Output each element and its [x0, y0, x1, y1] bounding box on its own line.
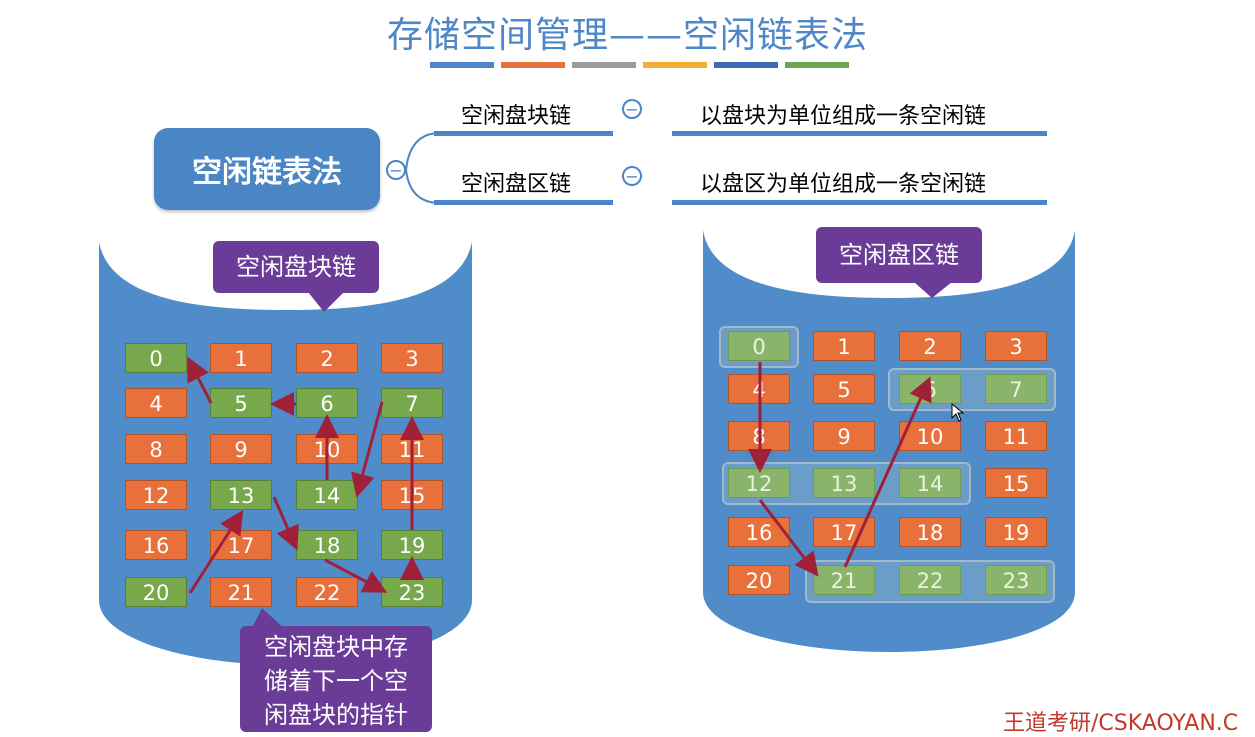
- right-block-21: 21: [813, 565, 875, 595]
- mouse-cursor-icon: [951, 402, 965, 422]
- left-chain-arrows: [187, 356, 424, 594]
- branch-2-desc-underline: [672, 200, 1047, 205]
- right-block-0: 0: [728, 331, 790, 361]
- collapse-branch-2-icon[interactable]: −: [622, 166, 642, 186]
- branch-1-label[interactable]: 空闲盘块链: [461, 104, 572, 129]
- left-block-21: 21: [210, 577, 272, 607]
- right-block-5: 5: [813, 374, 875, 404]
- left-block-9: 9: [210, 434, 272, 464]
- right-block-19: 19: [985, 517, 1047, 547]
- left-block-22: 22: [296, 577, 358, 607]
- right-title-callout: 空闲盘区链: [816, 227, 982, 283]
- left-block-20: 20: [125, 577, 187, 607]
- left-title-callout: 空闲盘块链: [213, 241, 379, 293]
- right-chain-arrows: [748, 362, 932, 577]
- right-block-12: 12: [728, 468, 790, 498]
- footer-brand: 王道考研/CSKAOYAN.C: [1003, 711, 1239, 736]
- left-block-18: 18: [296, 530, 358, 560]
- collapse-root-icon[interactable]: −: [386, 160, 406, 180]
- note-line-1: 空闲盘块中存: [264, 633, 408, 661]
- right-block-20: 20: [728, 565, 790, 595]
- right-block-15: 15: [985, 468, 1047, 498]
- left-block-3: 3: [381, 343, 443, 373]
- note-line-2: 储着下一个空: [264, 667, 408, 695]
- note-line-3: 闲盘块的指针: [264, 701, 408, 729]
- right-block-3: 3: [985, 331, 1047, 361]
- left-block-6: 6: [296, 388, 358, 418]
- right-block-2: 2: [899, 331, 961, 361]
- page-title: 存储空间管理——空闲链表法: [386, 15, 868, 56]
- right-block-18: 18: [899, 517, 961, 547]
- branch-1-desc-underline: [672, 131, 1047, 136]
- title-color-bars: [430, 62, 850, 68]
- left-block-23: 23: [381, 577, 443, 607]
- left-block-0: 0: [125, 343, 187, 373]
- left-block-16: 16: [125, 530, 187, 560]
- right-block-1: 1: [813, 331, 875, 361]
- footer-watermark: [1000, 690, 1004, 703]
- left-block-12: 12: [125, 480, 187, 510]
- branch-1-desc[interactable]: 以盘块为单位组成一条空闲链: [700, 104, 987, 129]
- left-block-5: 5: [210, 388, 272, 418]
- left-block-1: 1: [210, 343, 272, 373]
- right-block-22: 22: [899, 565, 961, 595]
- right-block-7: 7: [985, 374, 1047, 404]
- left-block-19: 19: [381, 530, 443, 560]
- right-block-11: 11: [985, 421, 1047, 451]
- branch-2-desc[interactable]: 以盘区为单位组成一条空闲链: [700, 172, 987, 197]
- left-block-2: 2: [296, 343, 358, 373]
- root-node[interactable]: 空闲链表法: [154, 128, 380, 210]
- branch-2-label[interactable]: 空闲盘区链: [461, 172, 572, 197]
- left-block-4: 4: [125, 388, 187, 418]
- right-block-23: 23: [985, 565, 1047, 595]
- right-block-14: 14: [899, 468, 961, 498]
- left-block-8: 8: [125, 434, 187, 464]
- right-block-16: 16: [728, 517, 790, 547]
- left-disk-cylinder: [99, 242, 472, 665]
- left-note-callout: 空闲盘块中存 储着下一个空 闲盘块的指针: [240, 626, 432, 732]
- right-block-9: 9: [813, 421, 875, 451]
- left-block-14: 14: [296, 480, 358, 510]
- collapse-branch-1-icon[interactable]: −: [622, 99, 642, 119]
- left-block-13: 13: [210, 480, 272, 510]
- branch-1-underline: [434, 131, 613, 136]
- branch-2-underline: [434, 200, 613, 205]
- right-block-13: 13: [813, 468, 875, 498]
